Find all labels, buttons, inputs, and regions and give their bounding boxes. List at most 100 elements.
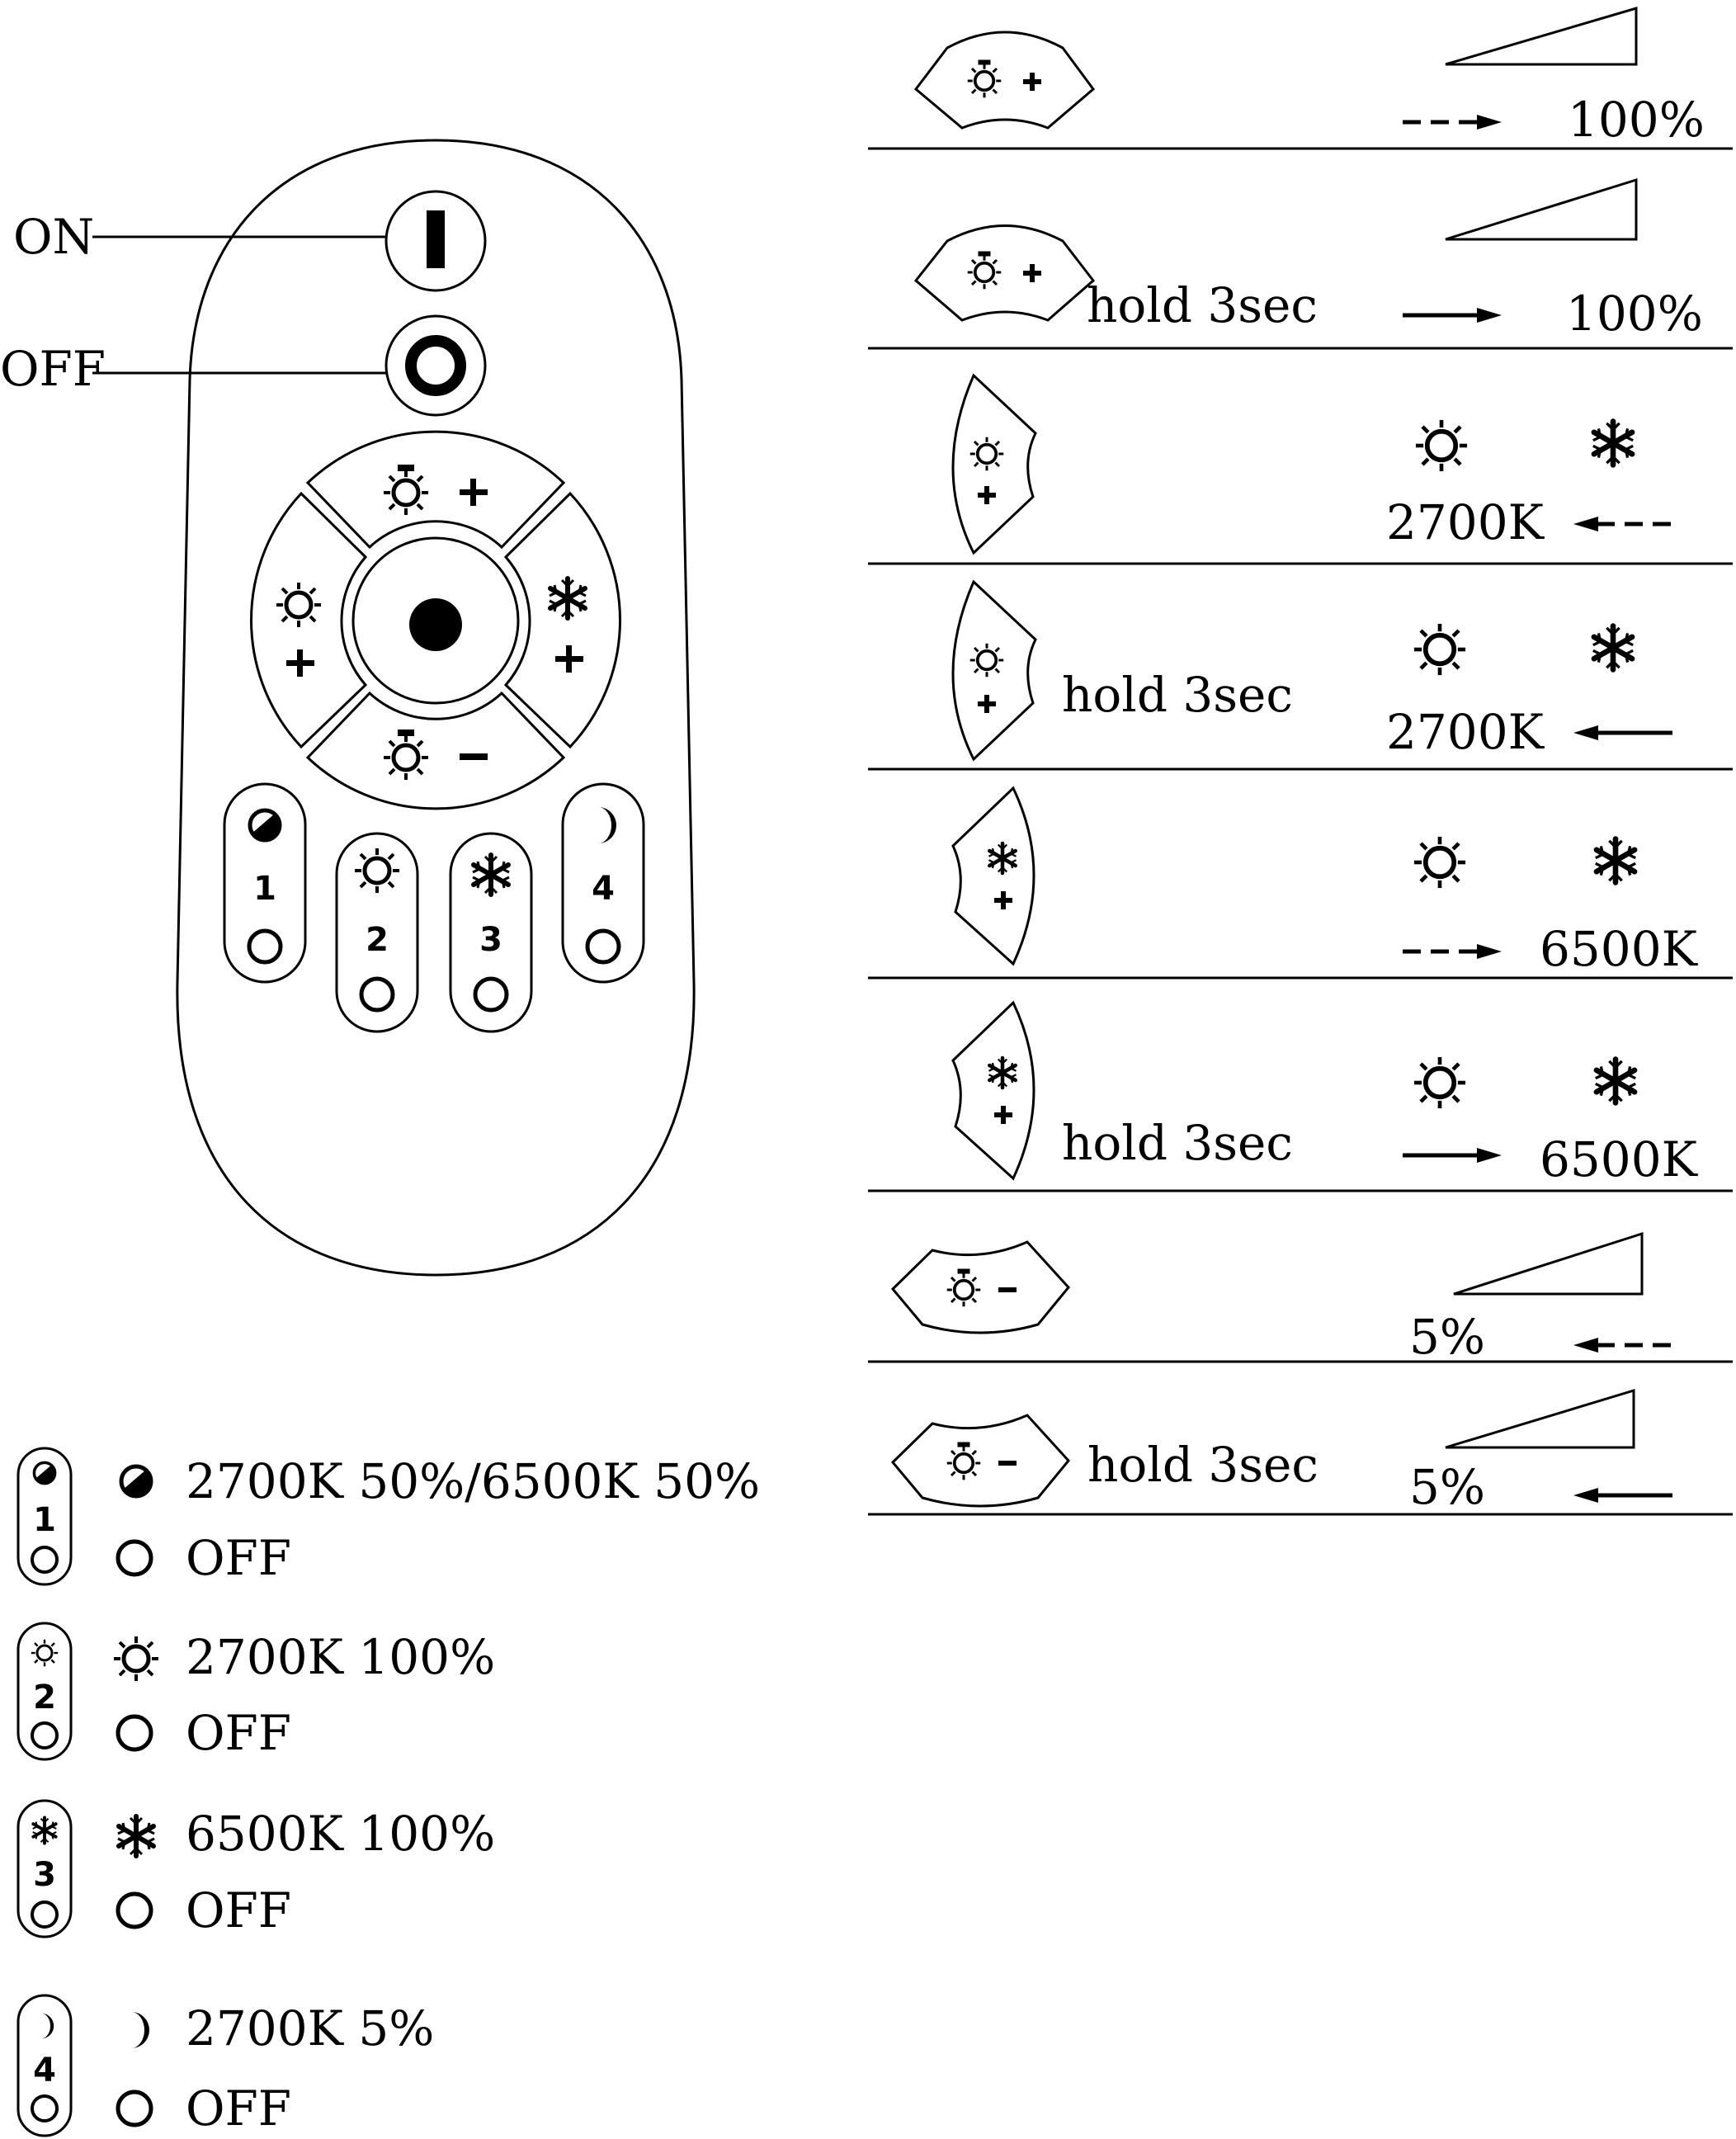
sun-icon xyxy=(114,1636,158,1681)
off-circle-icon xyxy=(116,1539,153,1577)
svg-text:1: 1 xyxy=(33,1501,56,1539)
solid-arrow-left-icon xyxy=(1573,725,1672,740)
svg-text:hold 3sec: hold 3sec xyxy=(1062,1115,1293,1171)
minus-icon xyxy=(460,753,488,760)
row-warm-plus: 2700K xyxy=(951,373,1671,555)
brightness-down-key-icon xyxy=(890,1414,1070,1508)
remote-body xyxy=(176,139,696,1277)
svg-text:OFF: OFF xyxy=(186,1530,291,1586)
svg-text:100%: 100% xyxy=(1566,286,1703,342)
snowflake-icon xyxy=(1596,839,1635,883)
sun-icon xyxy=(1414,1057,1465,1108)
svg-text:3: 3 xyxy=(479,921,502,959)
svg-text:2700K 50%/6500K 50%: 2700K 50%/6500K 50% xyxy=(186,1453,760,1509)
warm-plus-key-icon xyxy=(951,373,1037,555)
svg-text:2: 2 xyxy=(366,921,389,959)
row-cold-plus-hold: hold 3sec 6500K xyxy=(951,1000,1699,1188)
brightness-ramp-icon xyxy=(1445,6,1638,66)
svg-text:2: 2 xyxy=(33,1679,56,1716)
scene-button-2[interactable]: 2 xyxy=(335,832,419,1033)
svg-text:100%: 100% xyxy=(1568,92,1705,148)
svg-text:4: 4 xyxy=(592,870,615,908)
cold-plus-key-icon xyxy=(951,1000,1035,1181)
brightness-down-key-icon xyxy=(890,1240,1070,1334)
sun-icon xyxy=(1414,624,1465,675)
sun-icon xyxy=(1416,420,1467,471)
on-label: ON xyxy=(13,209,94,265)
solid-arrow-left-icon xyxy=(1573,1488,1672,1503)
scene-3-legend: 3 6500K 100% OFF xyxy=(17,1799,495,1938)
off-circle-icon xyxy=(116,1891,153,1929)
scene-key-2-icon xyxy=(17,1622,73,1761)
scene-legend: 1 2700K 50%/6500K 50% OFF 2 2700K 100% O… xyxy=(17,1447,760,2137)
svg-text:hold 3sec: hold 3sec xyxy=(1087,1437,1319,1493)
brightness-down-button[interactable] xyxy=(305,691,566,810)
warm-plus-button[interactable] xyxy=(250,491,368,749)
snowflake-icon xyxy=(1593,626,1633,670)
solid-arrow-right-icon xyxy=(1403,308,1502,323)
scene-key-3-icon xyxy=(17,1799,73,1938)
scene-button-4[interactable]: 4 xyxy=(561,782,645,984)
svg-text:2700K 5%: 2700K 5% xyxy=(186,2000,434,2056)
plus-icon xyxy=(460,479,488,506)
svg-text:hold 3sec: hold 3sec xyxy=(1087,277,1318,333)
svg-text:5%: 5% xyxy=(1409,1459,1485,1515)
off-circle-icon xyxy=(116,1714,153,1752)
cold-plus-button[interactable] xyxy=(503,491,621,749)
sun-icon xyxy=(1414,837,1465,888)
solid-arrow-right-icon xyxy=(1403,1148,1502,1163)
scene-2-legend: 2 2700K 100% OFF xyxy=(17,1622,495,1761)
row-brightness-down-hold: hold 3sec 5% xyxy=(890,1388,1672,1515)
plus-icon xyxy=(286,649,314,677)
row-brightness-up: 100% xyxy=(913,6,1705,148)
half-circle-icon xyxy=(121,1466,151,1496)
brightness-ramp-icon xyxy=(1453,1231,1644,1296)
svg-text:6500K: 6500K xyxy=(1540,921,1699,977)
scene-button-1[interactable]: 1 xyxy=(223,782,307,984)
plus-icon xyxy=(555,645,583,673)
snowflake-icon xyxy=(1593,422,1633,465)
brightness-ramp-icon xyxy=(1445,177,1638,241)
off-label: OFF xyxy=(0,341,106,397)
scene-1-legend: 1 2700K 50%/6500K 50% OFF xyxy=(17,1447,760,1586)
dashed-arrow-right-icon xyxy=(1403,944,1502,959)
svg-text:5%: 5% xyxy=(1409,1309,1485,1365)
row-warm-plus-hold: hold 3sec 2700K xyxy=(951,579,1672,762)
svg-text:2700K: 2700K xyxy=(1386,494,1545,550)
scene-key-1-icon xyxy=(17,1447,73,1586)
cold-plus-key-icon xyxy=(951,786,1035,966)
svg-text:hold 3sec: hold 3sec xyxy=(1062,667,1293,723)
brightness-ramp-icon xyxy=(1445,1388,1635,1449)
svg-text:6500K: 6500K xyxy=(1540,1131,1699,1188)
crescent-moon-icon xyxy=(131,2012,149,2048)
row-cold-plus: 6500K xyxy=(951,786,1699,977)
snowflake-icon xyxy=(118,1816,154,1856)
scene-4-legend: 4 2700K 5% OFF xyxy=(17,1994,434,2137)
off-circle-icon xyxy=(116,2089,153,2127)
off-button[interactable] xyxy=(384,314,487,417)
center-button[interactable] xyxy=(351,536,520,705)
remote-control: ON OFF xyxy=(0,139,696,1277)
dashed-arrow-left-icon xyxy=(1573,517,1671,531)
svg-text:2700K: 2700K xyxy=(1386,704,1545,760)
svg-text:6500K 100%: 6500K 100% xyxy=(186,1806,495,1862)
svg-text:OFF: OFF xyxy=(186,1705,291,1761)
svg-text:OFF: OFF xyxy=(186,2080,291,2137)
dashed-arrow-left-icon xyxy=(1573,1338,1671,1353)
warm-plus-key-icon xyxy=(951,579,1037,762)
snowflake-icon xyxy=(1596,1060,1635,1103)
brightness-up-key-icon xyxy=(913,31,1096,130)
on-button[interactable] xyxy=(384,190,487,292)
scene-button-3[interactable]: 3 xyxy=(449,832,533,1033)
row-brightness-up-hold: hold 3sec 100% xyxy=(913,177,1703,342)
svg-text:4: 4 xyxy=(33,2052,56,2089)
brightness-up-button[interactable] xyxy=(305,430,566,550)
svg-text:2700K 100%: 2700K 100% xyxy=(186,1629,495,1685)
svg-text:1: 1 xyxy=(253,870,276,908)
brightness-up-key-icon xyxy=(913,224,1096,322)
scene-key-4-icon xyxy=(17,1994,73,2137)
dashed-arrow-right-icon xyxy=(1403,115,1502,130)
svg-text:3: 3 xyxy=(33,1856,56,1894)
function-table: 100% hold 3sec 100% 2700K xyxy=(868,6,1733,1516)
